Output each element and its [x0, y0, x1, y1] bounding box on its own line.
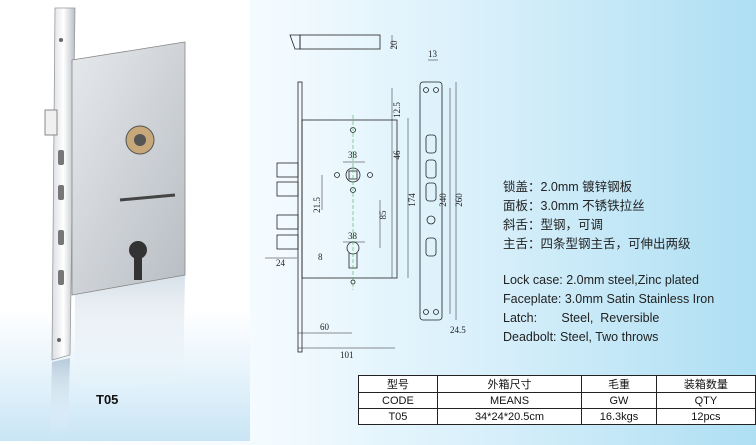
product-code-label: T05: [96, 392, 119, 407]
deadbolt-1: [276, 162, 299, 178]
spec-zh-faceplate: 面板：3.0mm 不锈铁拉丝: [503, 199, 645, 213]
header-qty-en: QTY: [655, 392, 756, 409]
dim-60: 60: [320, 322, 330, 332]
table-row: T05 34*24*20.5cm 16.3kgs 12pcs: [358, 408, 756, 425]
dim-24-5: 24.5: [450, 325, 466, 335]
packing-info-table: 型号 外箱尺寸 毛重 装箱数量 CODE MEANS GW QTY T05 34…: [358, 375, 756, 425]
lock-photo: [44, 7, 186, 436]
dim-46: 46: [392, 150, 402, 160]
spec-zh-latch: 斜舌：型钢，可调: [503, 218, 604, 232]
cell-code: T05: [358, 408, 438, 425]
header-code-zh: 型号: [358, 375, 438, 393]
faceplate-front-view: [419, 81, 443, 321]
latch-top-view: [299, 34, 381, 50]
dim-101: 101: [340, 350, 354, 360]
technical-drawing: 20 13 12.5 46 38 174 260 240 21.5 85 38 …: [265, 34, 466, 360]
dim-38-bottom: 38: [348, 231, 358, 241]
spec-en-faceplate: Faceplate: 3.0mm Satin Stainless Iron: [503, 292, 715, 306]
spec-en-deadbolt: Deadbolt: Steel, Two throws: [503, 330, 659, 344]
spec-zh-deadbolt: 主舌：四条型钢主舌，可伸出两级: [503, 237, 691, 251]
spec-list-english: Lock case: 2.0mm steel,Zinc plated Facep…: [503, 271, 714, 347]
header-means-en: MEANS: [436, 392, 583, 409]
cell-gw: 16.3kgs: [581, 408, 657, 425]
dim-174: 174: [407, 193, 417, 207]
dim-85: 85: [378, 210, 388, 220]
cell-means: 34*24*20.5cm: [436, 408, 583, 425]
dim-260: 260: [454, 193, 464, 207]
header-qty-zh: 装箱数量: [655, 375, 756, 393]
dim-240: 240: [438, 193, 448, 207]
dim-38-top: 38: [348, 150, 358, 160]
dim-12-5: 12.5: [392, 102, 402, 118]
dim-24: 24: [276, 258, 286, 268]
latch-tip: [289, 34, 301, 50]
header-gw-en: GW: [581, 392, 657, 409]
dim-20: 20: [389, 40, 399, 50]
deadbolt-4: [276, 234, 299, 250]
header-gw-zh: 毛重: [581, 375, 657, 393]
dim-8: 8: [318, 252, 323, 262]
spec-en-lock-case: Lock case: 2.0mm steel,Zinc plated: [503, 273, 699, 287]
deadbolt-2: [276, 181, 299, 197]
side-plate: [297, 81, 303, 353]
product-photo-panel: T05: [0, 0, 250, 441]
table-header-row-zh: 型号 外箱尺寸 毛重 装箱数量: [358, 375, 756, 393]
cell-qty: 12pcs: [655, 408, 756, 425]
table-header-row-en: CODE MEANS GW QTY: [358, 392, 756, 409]
dim-13: 13: [428, 49, 438, 59]
spec-list-chinese: 锁盖：2.0mm 镀锌钢板 面板：3.0mm 不锈铁拉丝 斜舌：型钢，可调 主舌…: [503, 178, 691, 254]
lock-case-outline: [301, 119, 398, 279]
spec-zh-lock-case: 锁盖：2.0mm 镀锌钢板: [503, 180, 633, 194]
deadbolt-3: [276, 214, 299, 230]
spec-en-latch: Latch: Steel, Reversible: [503, 311, 660, 325]
header-code-en: CODE: [358, 392, 438, 409]
dim-21-5: 21.5: [312, 197, 322, 213]
header-means-zh: 外箱尺寸: [436, 375, 583, 393]
